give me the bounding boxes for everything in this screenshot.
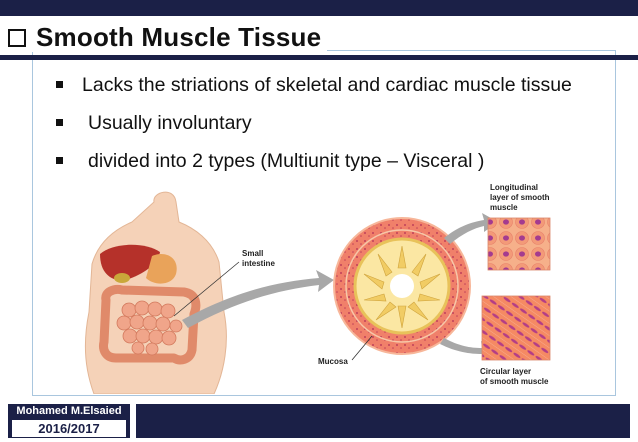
label-circular: Circular layer: [480, 367, 531, 376]
bullet-item: divided into 2 types (Multiunit type – V…: [52, 142, 572, 180]
footer-bar: [136, 404, 630, 438]
label-small-intestine: Small: [242, 249, 263, 258]
bullet-list: Lacks the striations of skeletal and car…: [52, 66, 572, 180]
bullet-item: Lacks the striations of skeletal and car…: [52, 66, 572, 104]
arrow-icon: [444, 213, 498, 244]
slide-title: Smooth Muscle Tissue: [36, 21, 322, 52]
footer-author: Mohamed M.Elsaied: [16, 405, 122, 417]
title-row: Smooth Muscle Tissue: [8, 21, 328, 52]
top-bar: [0, 0, 638, 16]
label-longitudinal: muscle: [490, 203, 518, 212]
intestine-cross-section: [333, 217, 471, 355]
label-circular: of smooth muscle: [480, 377, 549, 386]
circular-muscle-inset: [481, 295, 551, 361]
smooth-muscle-illustration: Small intestine Mucosa Longitudinal laye…: [84, 183, 551, 394]
checkbox-icon: [8, 29, 26, 47]
square-bullet-icon: [56, 81, 63, 88]
arrow-icon: [182, 270, 334, 328]
longitudinal-muscle-inset: [487, 217, 551, 271]
label-small-intestine: intestine: [242, 259, 275, 268]
square-bullet-icon: [56, 119, 63, 126]
torso-illustration: [84, 191, 240, 394]
square-bullet-icon: [56, 157, 63, 164]
title-rule: [0, 55, 638, 60]
footer-year: 2016/2017: [12, 420, 126, 437]
label-longitudinal: layer of smooth: [490, 193, 550, 202]
label-mucosa: Mucosa: [318, 357, 348, 366]
bullet-item: Usually involuntary: [52, 104, 572, 142]
label-longitudinal: Longitudinal: [490, 183, 538, 192]
